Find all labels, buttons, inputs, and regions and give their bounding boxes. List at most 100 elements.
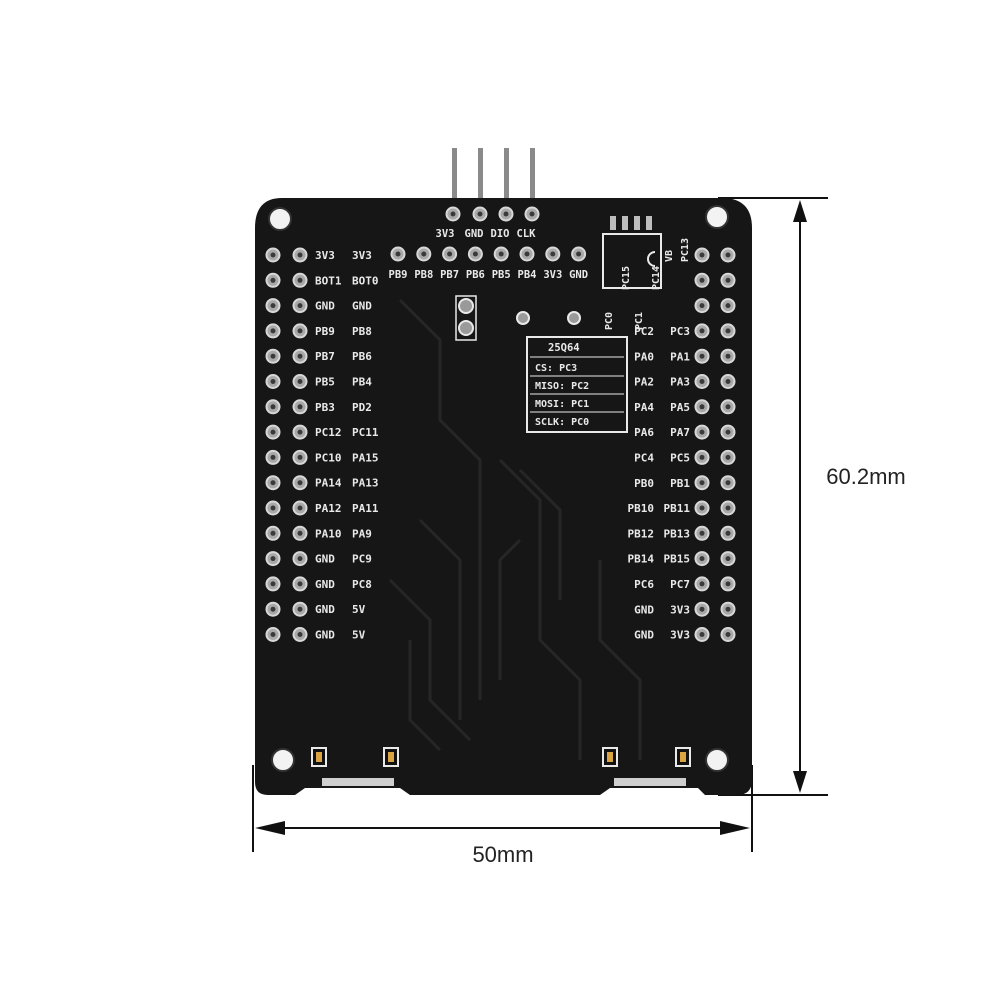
arrowhead-down bbox=[793, 771, 807, 793]
silkscreen-label: 3V3 bbox=[543, 269, 562, 281]
header-pad-hole bbox=[699, 379, 705, 384]
silkscreen-label: PB6 bbox=[466, 269, 485, 281]
pin-1 bbox=[452, 148, 457, 200]
header-pad-hole bbox=[270, 429, 276, 435]
led bbox=[607, 752, 613, 762]
header-pad-hole bbox=[699, 530, 705, 536]
silkscreen-label: 5V bbox=[352, 603, 366, 616]
pad bbox=[516, 311, 530, 325]
silkscreen-label: PB4 bbox=[352, 376, 372, 389]
header-pad-hole bbox=[297, 480, 303, 486]
silkscreen-label: PC0 bbox=[604, 312, 615, 330]
header-pad-hole bbox=[297, 328, 303, 334]
pad bbox=[458, 320, 474, 336]
usb-connector-left bbox=[322, 778, 394, 786]
pin-4 bbox=[530, 148, 535, 200]
led bbox=[388, 752, 394, 762]
mounting-hole-top-left bbox=[268, 207, 292, 231]
chip-notch bbox=[647, 251, 656, 267]
silkscreen-label: PB13 bbox=[664, 527, 691, 540]
header-pad-hole bbox=[421, 251, 427, 257]
silkscreen-label: PA10 bbox=[315, 527, 342, 540]
silkscreen-label: PA7 bbox=[670, 426, 690, 439]
silkscreen-label: PC14 bbox=[651, 266, 662, 290]
header-pad-hole bbox=[699, 632, 705, 637]
silkscreen-label: PD2 bbox=[352, 401, 372, 414]
silkscreen-label: PB6 bbox=[352, 350, 372, 363]
header-pad-hole bbox=[529, 211, 535, 217]
header-pad-hole bbox=[725, 353, 731, 359]
silkscreen-label: PC8 bbox=[352, 578, 372, 591]
silkscreen-label: GND bbox=[569, 269, 588, 281]
silkscreen-label: PB15 bbox=[664, 553, 691, 566]
pad bbox=[610, 216, 616, 230]
silkscreen-label: PB9 bbox=[315, 325, 335, 338]
silkscreen-label: 3V3 bbox=[670, 603, 690, 616]
header-pad-hole bbox=[699, 606, 705, 612]
silkscreen-label: VB bbox=[664, 250, 675, 262]
silkscreen-label: PB0 bbox=[634, 477, 654, 490]
header-pad-hole bbox=[297, 581, 303, 587]
pcb-board bbox=[255, 198, 752, 795]
silkscreen-label: MISO: PC2 bbox=[535, 381, 589, 392]
silkscreen-label: GND bbox=[315, 603, 335, 616]
trace bbox=[498, 458, 582, 760]
header-pad-hole bbox=[725, 303, 731, 309]
silkscreen-label: PB8 bbox=[414, 269, 433, 281]
silkscreen-label: PB5 bbox=[492, 269, 511, 281]
trace bbox=[498, 538, 522, 680]
silkscreen-label: PB3 bbox=[315, 401, 335, 414]
silkscreen-label: PB14 bbox=[628, 553, 655, 566]
header-pad-hole bbox=[450, 211, 456, 217]
silkscreen-label: 5V bbox=[352, 629, 366, 642]
silkscreen-label: PB1 bbox=[670, 477, 690, 490]
header-pad-hole bbox=[270, 252, 276, 258]
header-pad-hole bbox=[297, 303, 303, 309]
header-pad-hole bbox=[270, 556, 276, 562]
mounting-hole-bottom-right bbox=[705, 748, 729, 772]
mounting-hole-bottom-left bbox=[271, 748, 295, 772]
header-pad-hole bbox=[270, 277, 276, 283]
silkscreen-label: BOT0 bbox=[352, 274, 379, 287]
silkscreen-label: PC11 bbox=[352, 426, 379, 439]
silkscreen-label: 3V3 bbox=[436, 228, 455, 240]
header-pad-hole bbox=[297, 632, 303, 637]
trace bbox=[518, 468, 562, 600]
chip-outline bbox=[602, 233, 662, 289]
silkscreen-label: MOSI: PC1 bbox=[535, 399, 589, 410]
header-pad-hole bbox=[297, 556, 303, 562]
header-pad-hole bbox=[699, 252, 705, 258]
led bbox=[680, 752, 686, 762]
header-pad-hole bbox=[270, 530, 276, 536]
header-pad-hole bbox=[725, 581, 731, 587]
header-pad-hole bbox=[270, 454, 276, 460]
header-pad-hole bbox=[297, 606, 303, 612]
header-pad-hole bbox=[725, 480, 731, 486]
header-pad-hole bbox=[725, 404, 731, 410]
header-pad-hole bbox=[270, 379, 276, 384]
header-pad-hole bbox=[270, 480, 276, 486]
silkscreen-label: PC13 bbox=[680, 238, 691, 262]
silkscreen-label: PC6 bbox=[634, 578, 654, 591]
silkscreen-label: PB12 bbox=[628, 527, 655, 540]
height-label: 60.2mm bbox=[826, 464, 905, 489]
mounting-hole-top-right bbox=[705, 205, 729, 229]
header-pad-hole bbox=[297, 429, 303, 435]
header-pad-hole bbox=[447, 251, 453, 257]
silkscreen-label: PA14 bbox=[315, 477, 342, 490]
header-pad-hole bbox=[699, 429, 705, 435]
header-pins bbox=[265, 206, 736, 642]
dimension-arrowheads bbox=[255, 200, 807, 835]
silkscreen-label: PA6 bbox=[634, 426, 654, 439]
pad bbox=[646, 216, 652, 230]
arrowhead-left bbox=[255, 821, 285, 835]
silkscreen-label: PC3 bbox=[670, 325, 690, 338]
silkscreen-label: PA12 bbox=[315, 502, 342, 515]
arrowhead-up bbox=[793, 200, 807, 222]
header-pad-hole bbox=[297, 404, 303, 410]
silkscreen-label: GND bbox=[634, 629, 654, 642]
pad bbox=[567, 311, 581, 325]
silkscreen-label: GND bbox=[465, 228, 484, 240]
header-pad-hole bbox=[270, 505, 276, 511]
header-pad-hole bbox=[699, 353, 705, 359]
